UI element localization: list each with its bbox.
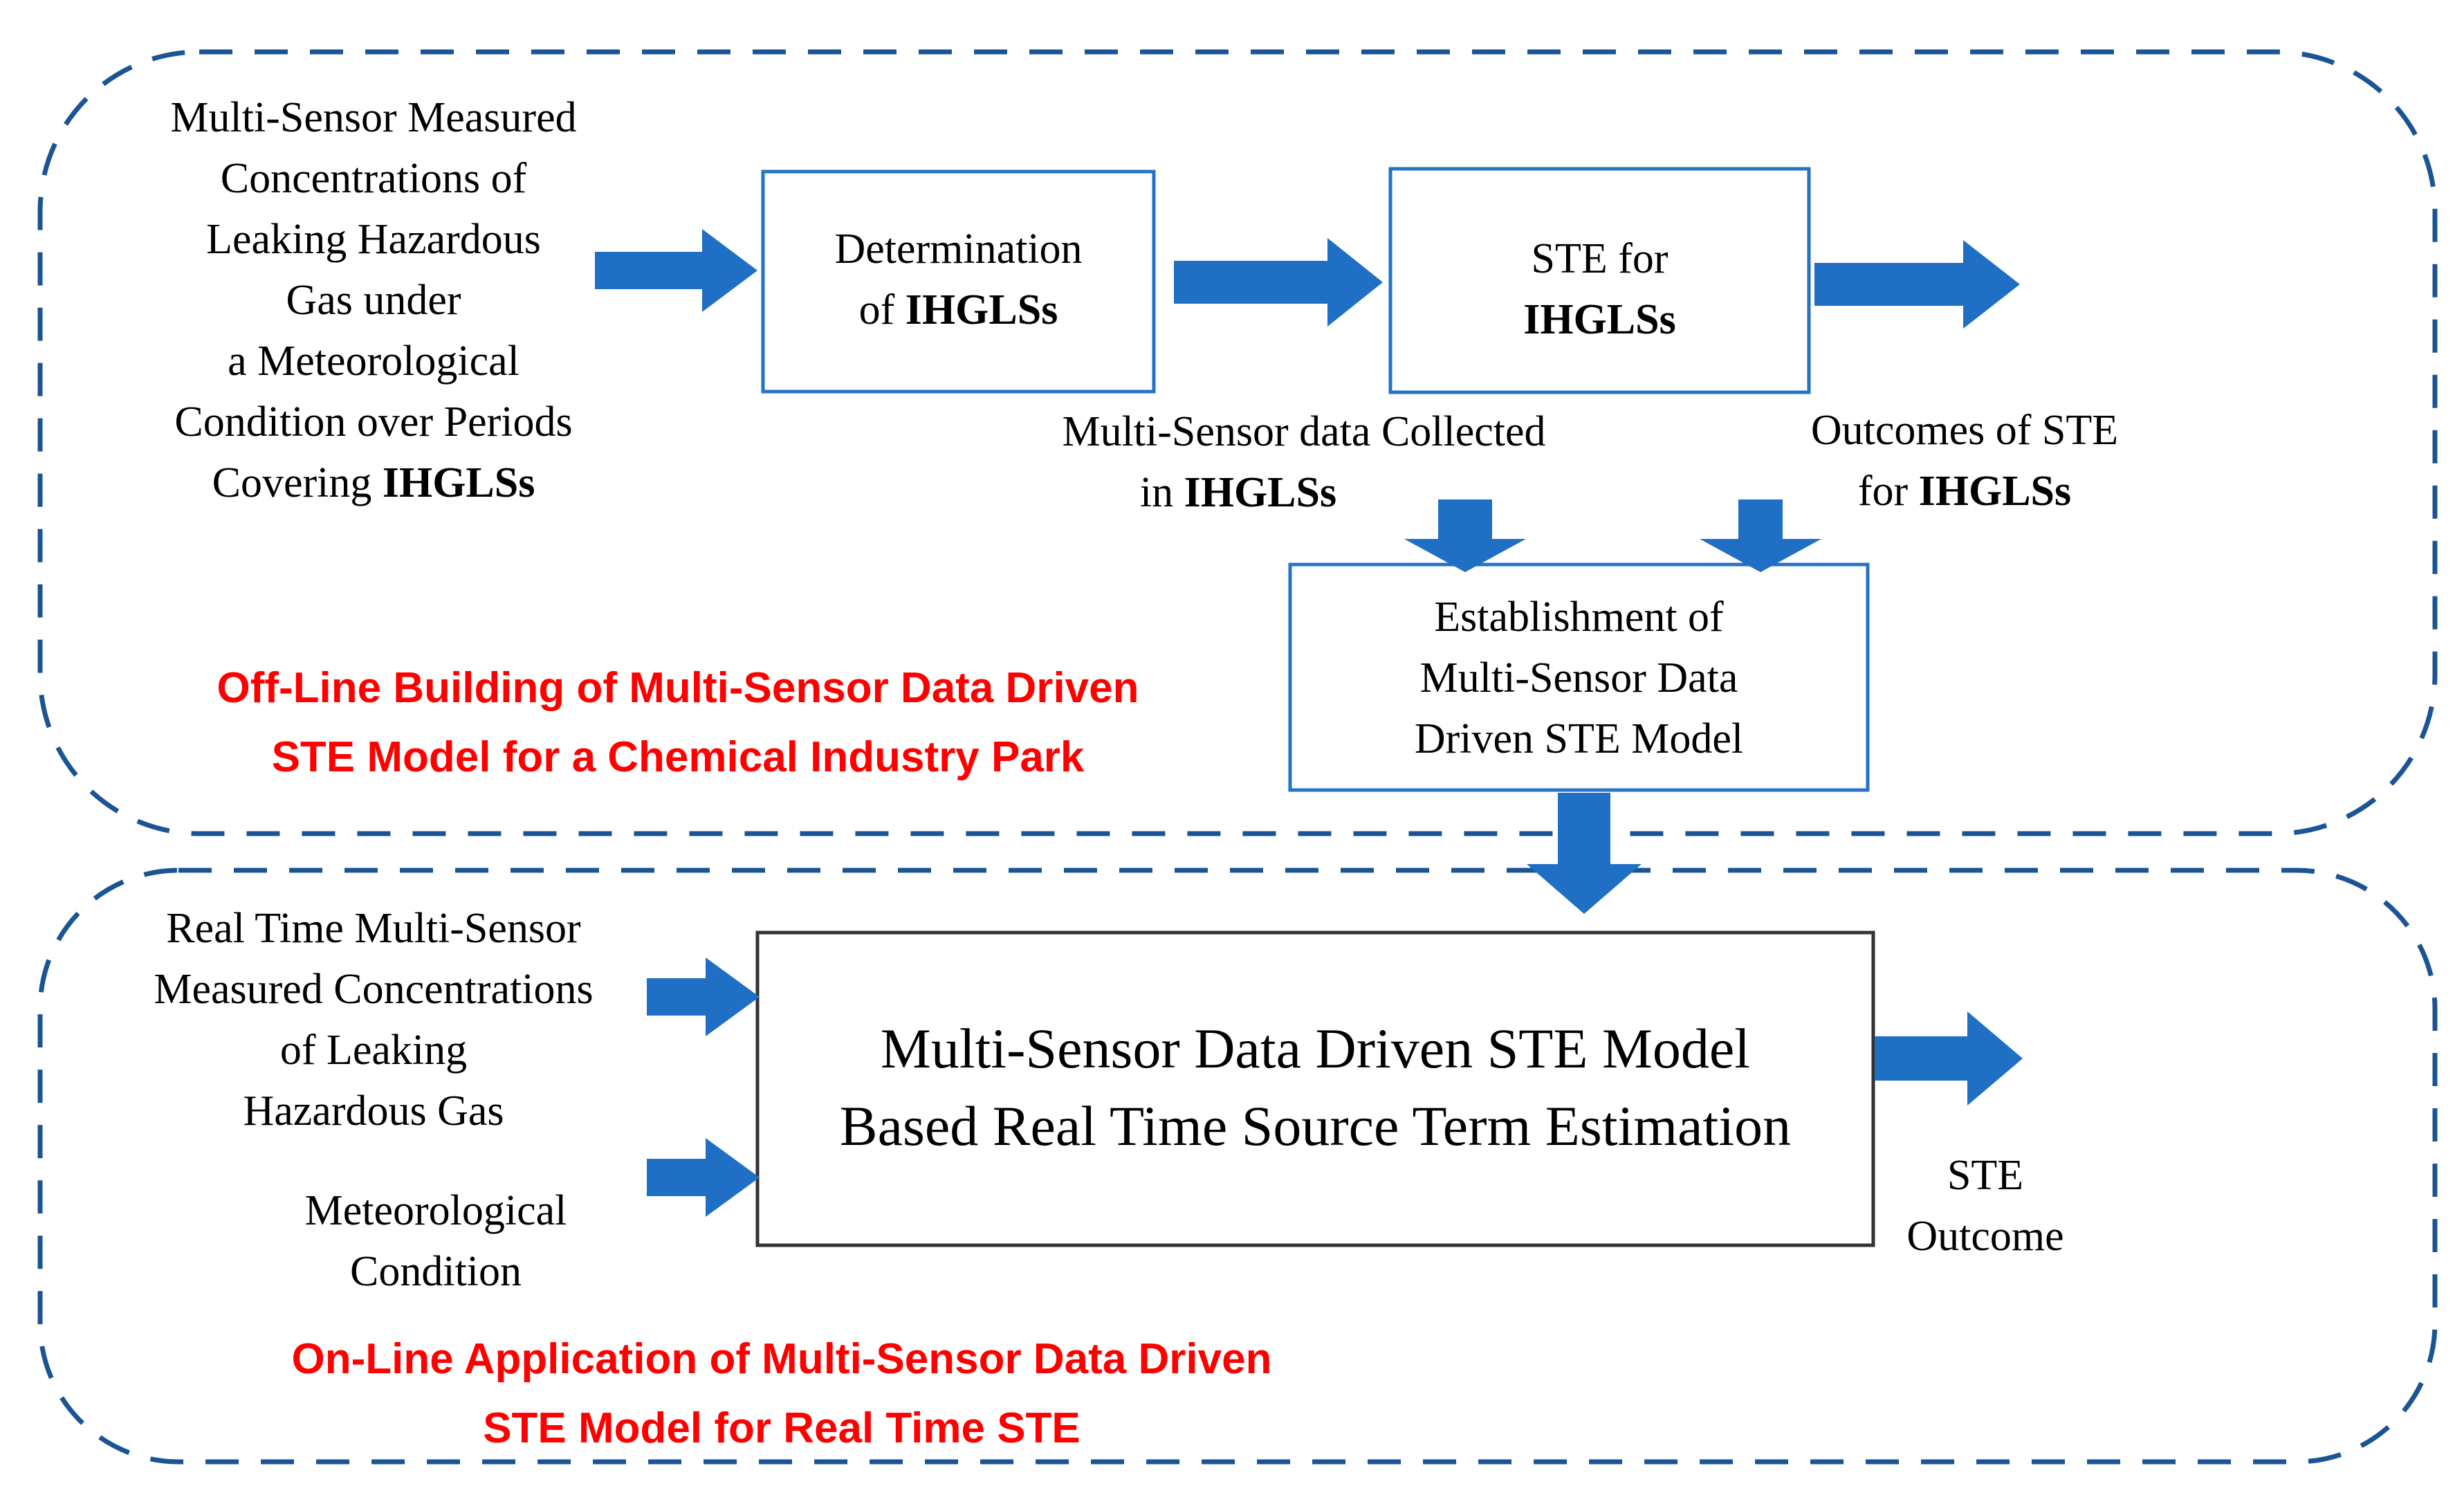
arrow-ste-outcome-shape bbox=[1814, 240, 2020, 329]
establishment-box bbox=[1288, 562, 1870, 792]
realtime-ste-model-box bbox=[755, 930, 1875, 1247]
offline-input-text: Multi-Sensor Measured Concentrations of … bbox=[170, 94, 577, 506]
arrow-meteo-input-shape bbox=[647, 1138, 760, 1217]
arrow-meteo-input bbox=[647, 1138, 760, 1217]
online-panel-border bbox=[37, 868, 2438, 1465]
arrow-input-to-determination bbox=[595, 229, 757, 312]
arrow-model-to-online-shape bbox=[1527, 793, 1642, 914]
arrow-realtime-input-shape bbox=[647, 957, 760, 1036]
arrow-determination-to-ste-shape bbox=[1174, 238, 1383, 327]
ste-for-ihglss-box bbox=[1388, 167, 1811, 394]
determination-box-text: Determination of IHGLSs bbox=[834, 226, 1083, 333]
arrow-model-outcome-shape bbox=[1875, 1011, 2023, 1106]
arrow-ste-outcome bbox=[1814, 240, 2020, 329]
arrow-model-outcome bbox=[1875, 1011, 2023, 1106]
arrow-model-to-online bbox=[1527, 793, 1642, 914]
arrow-outcomes-down-shape bbox=[1700, 499, 1821, 572]
offline-panel-title: Off-Line Building of Multi-Sensor Data D… bbox=[217, 664, 1139, 781]
arrow-determination-to-ste bbox=[1174, 238, 1383, 327]
offline-panel-border bbox=[37, 49, 2438, 836]
arrow-input-to-determination-shape bbox=[595, 229, 757, 312]
meteo-input-text: Meteorological Condition bbox=[304, 1187, 567, 1295]
arrow-realtime-input bbox=[647, 957, 760, 1036]
establishment-box-text: Establishment of Multi-Sensor Data Drive… bbox=[1414, 594, 1744, 762]
online-panel-title: On-Line Application of Multi-Sensor Data… bbox=[291, 1335, 1272, 1452]
outcomes-label: Outcomes of STE for IHGLSs bbox=[1810, 407, 2119, 515]
ste-outcome-label: STE Outcome bbox=[1906, 1152, 2064, 1260]
collected-data-label: Multi-Sensor data Collected in IHGLSs bbox=[1062, 408, 1546, 516]
realtime-ste-model-text: Multi-Sensor Data Driven STE Model Based… bbox=[839, 1017, 1792, 1157]
determination-box bbox=[761, 169, 1156, 394]
arrow-collected-data-down bbox=[1404, 499, 1526, 572]
ste-for-ihglss-text: STE for IHGLSs bbox=[1523, 235, 1676, 343]
realtime-input-text: Real Time Multi-Sensor Measured Concentr… bbox=[154, 905, 594, 1135]
arrow-collected-data-down-shape bbox=[1404, 499, 1526, 572]
arrow-outcomes-down bbox=[1700, 499, 1821, 572]
